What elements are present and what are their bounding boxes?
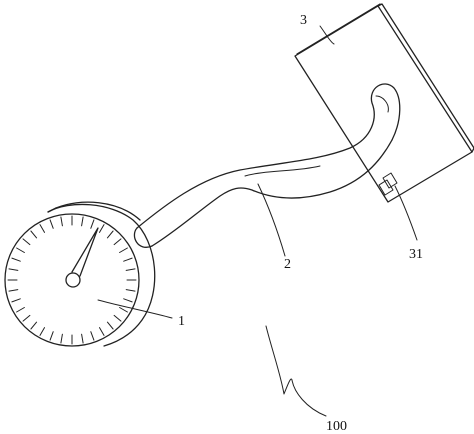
gauge-tick	[8, 289, 19, 292]
gauge-tick	[16, 247, 25, 253]
gauge-tick	[60, 333, 63, 344]
gauge-tick	[106, 321, 114, 330]
gauge-tick	[39, 327, 45, 336]
gauge-tick	[125, 268, 136, 271]
gauge-tick	[99, 224, 105, 233]
gauge-tick	[49, 331, 54, 341]
gauge-tick	[119, 307, 128, 313]
gauge-tick	[22, 314, 31, 322]
label-box: 3	[300, 13, 307, 28]
gauge-tick	[90, 331, 95, 341]
gauge-tick	[106, 230, 114, 239]
gauge-tick	[90, 219, 95, 229]
gauge-tick	[16, 307, 25, 313]
gauge-tick	[30, 230, 38, 239]
gauge-tick	[49, 219, 54, 229]
gauge-tick	[30, 321, 38, 330]
gauge-tick	[81, 333, 84, 344]
gauge-tick	[99, 327, 105, 336]
box-connector-part	[378, 172, 398, 196]
box-component	[294, 3, 474, 203]
gauge-tick	[113, 238, 122, 246]
gauge-face	[4, 213, 140, 347]
gauge-tick	[125, 289, 136, 292]
gauge-needle	[65, 227, 99, 288]
gauge-tick	[8, 268, 19, 271]
gauge-tick	[123, 298, 133, 303]
gauge-tick	[60, 216, 63, 227]
gauge-tick-marks	[7, 215, 137, 345]
gauge-tick	[113, 314, 122, 322]
gauge-tick	[22, 238, 31, 246]
gauge-tick	[39, 224, 45, 233]
gauge-tick	[11, 257, 21, 262]
leader-lines	[97, 25, 418, 417]
label-assembly: 100	[326, 419, 347, 434]
gauge-tick	[119, 247, 128, 253]
gauge-tick	[81, 216, 84, 227]
gauge-tick	[123, 257, 133, 262]
label-box-part: 31	[409, 247, 423, 262]
hose-component	[133, 83, 401, 248]
gauge-tick	[11, 298, 21, 303]
label-hose: 2	[284, 257, 291, 272]
gauge-component	[4, 201, 156, 347]
label-gauge: 1	[178, 314, 185, 329]
